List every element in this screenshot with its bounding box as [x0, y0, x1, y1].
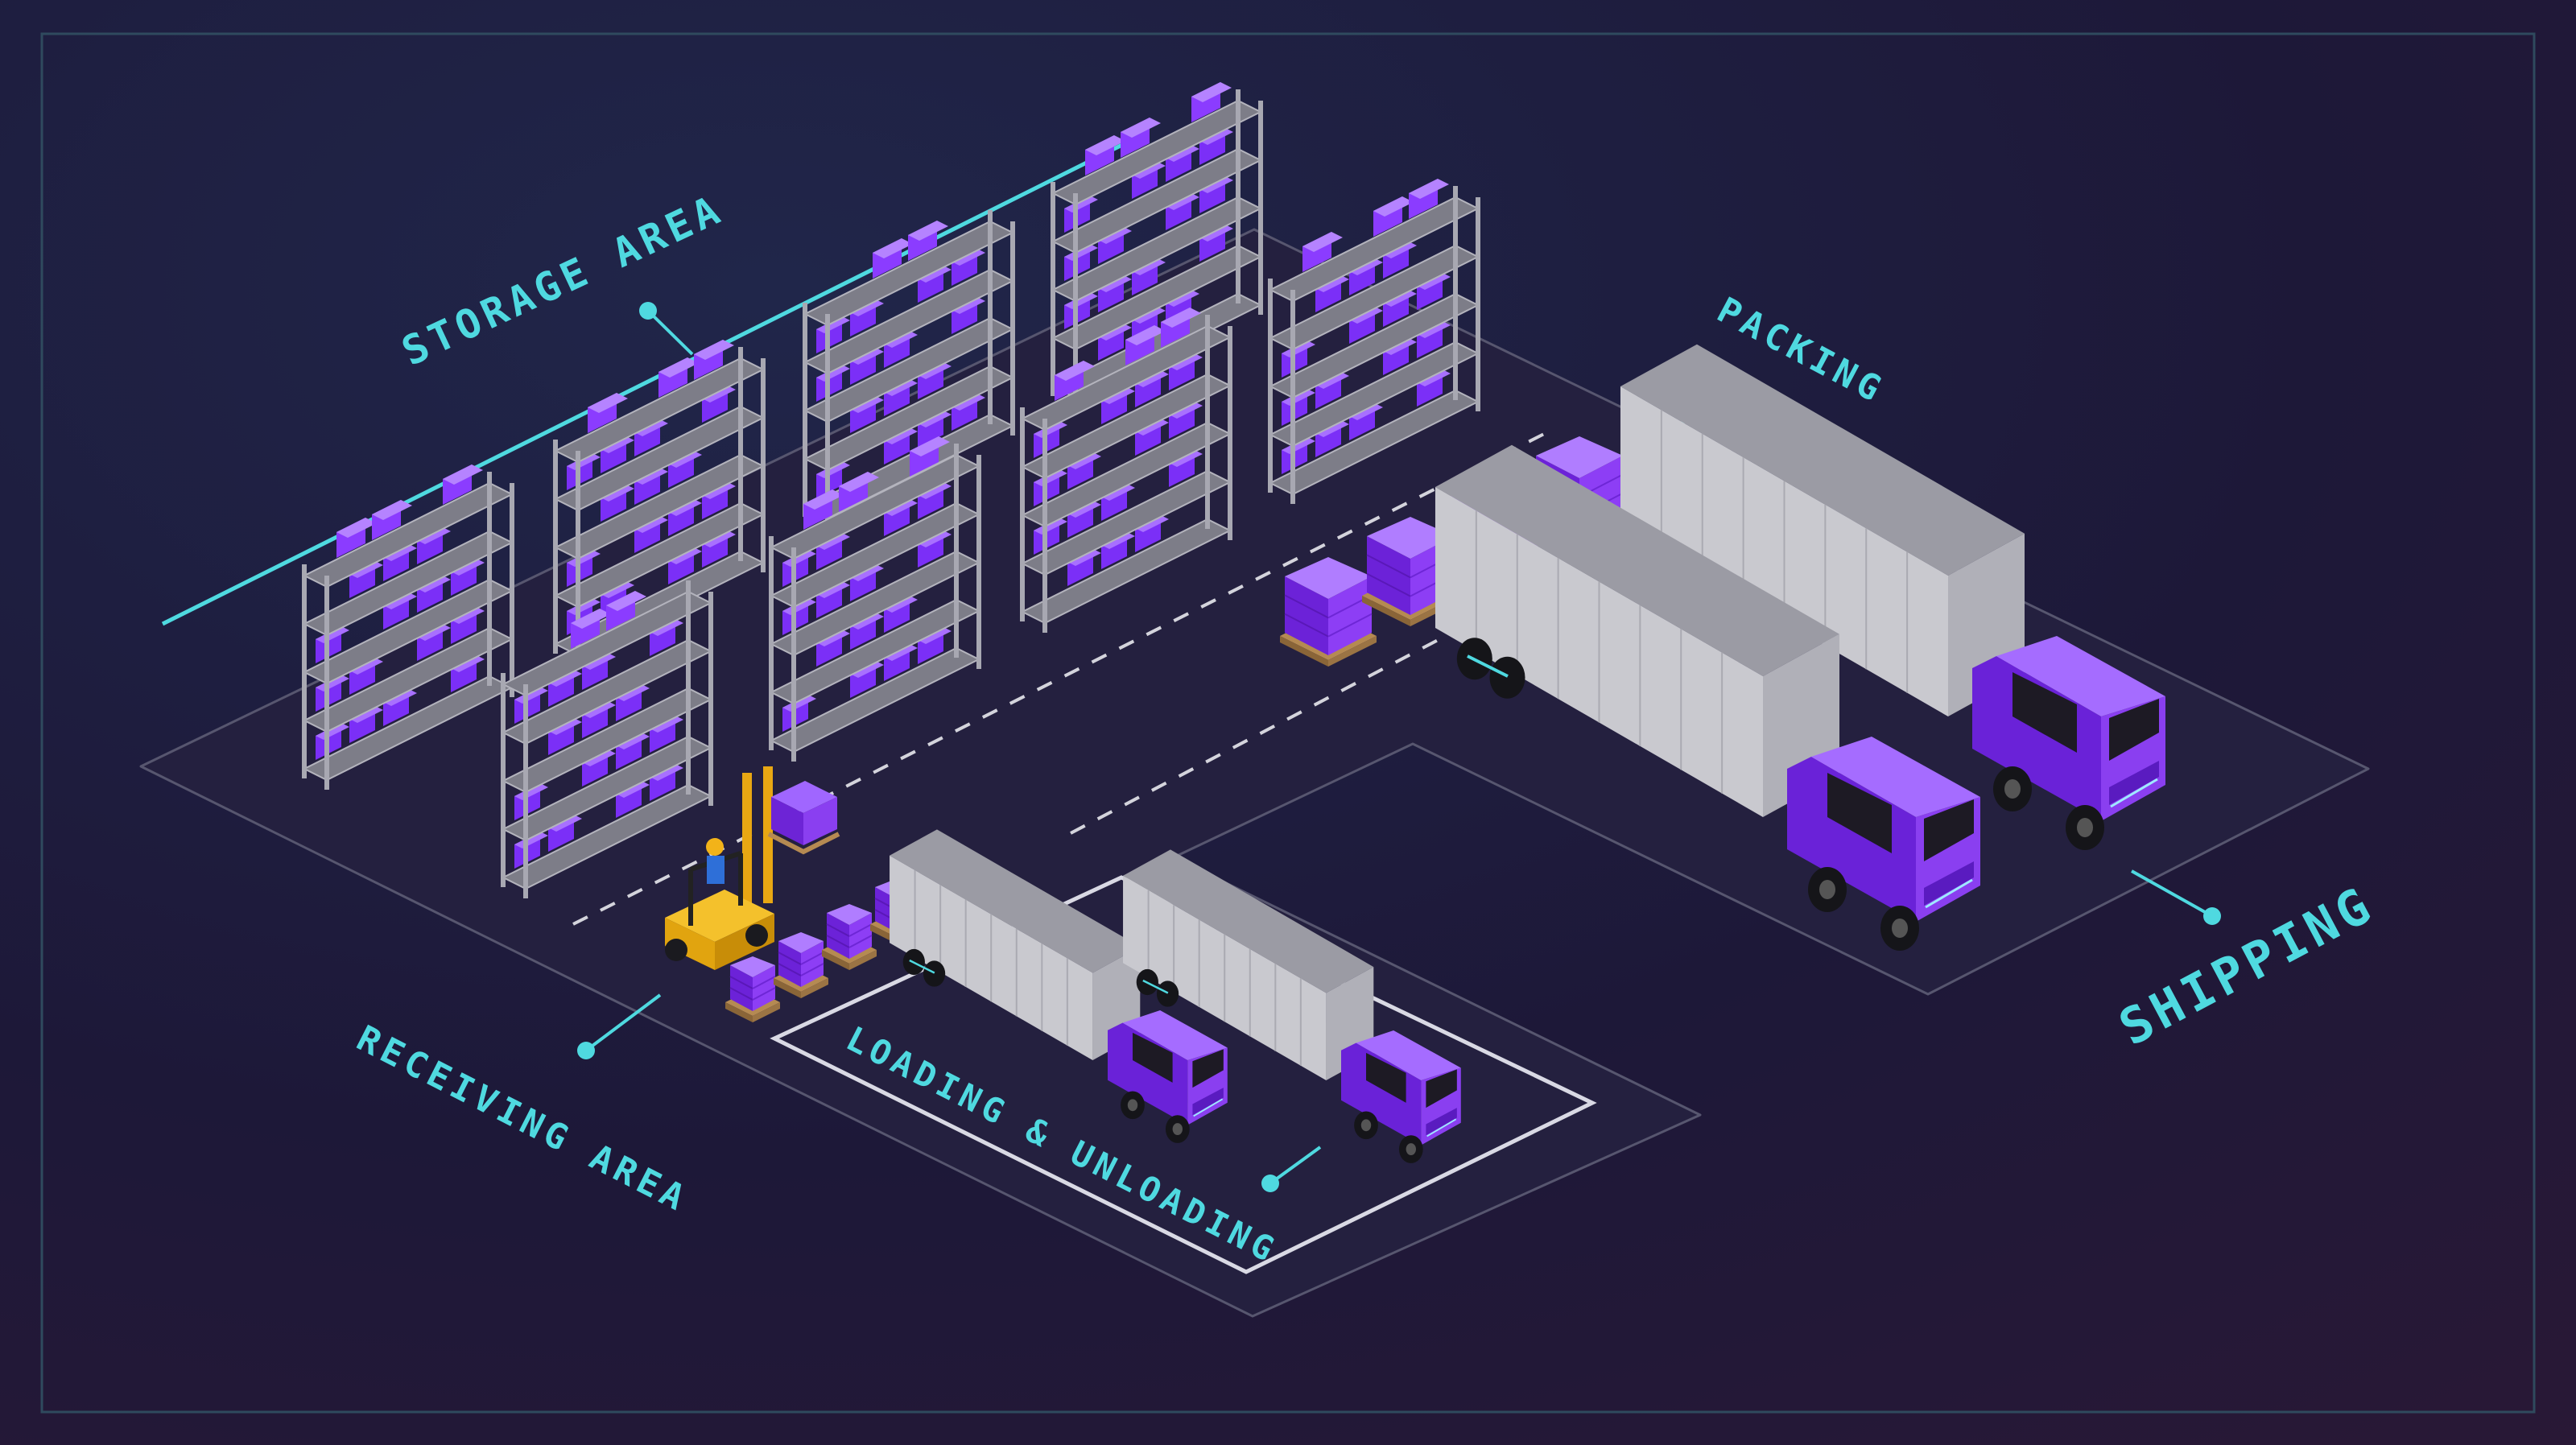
shelf-unit	[769, 436, 981, 762]
forklift-icon	[665, 766, 840, 970]
frame-border	[40, 32, 2536, 1414]
storage-shelves	[302, 82, 1480, 898]
pallet-of-boxes-icon	[725, 956, 780, 1022]
pallet-of-boxes-icon	[822, 904, 877, 970]
semi-truck-icon	[1620, 344, 2165, 850]
shipping-pin-stem	[2131, 869, 2213, 918]
shipping-pin-dot	[2203, 907, 2221, 925]
storage-pin-dot	[639, 302, 657, 320]
semi-truck-icon	[890, 829, 1228, 1143]
pallet-of-boxes-icon	[1280, 557, 1377, 667]
shelf-unit	[1268, 179, 1480, 504]
shelf-unit	[1051, 82, 1263, 407]
loading-pin-stem	[1269, 1146, 1322, 1185]
semi-truck-icon	[1123, 849, 1461, 1163]
trucks	[890, 344, 2165, 1163]
loading-pin-dot	[1261, 1175, 1279, 1192]
shelf-unit	[302, 464, 514, 790]
shelf-unit	[501, 580, 713, 898]
shelf-unit	[803, 210, 1015, 528]
storage-pin-stem	[646, 309, 694, 356]
receiving-pin-stem	[584, 993, 662, 1052]
storage-area-line	[161, 131, 1146, 626]
shelf-unit	[1020, 308, 1232, 633]
pallet-of-boxes-icon	[774, 932, 828, 998]
semi-truck-icon	[1435, 444, 1980, 951]
shelf-unit	[553, 340, 766, 665]
receiving-pin-dot	[577, 1042, 595, 1059]
